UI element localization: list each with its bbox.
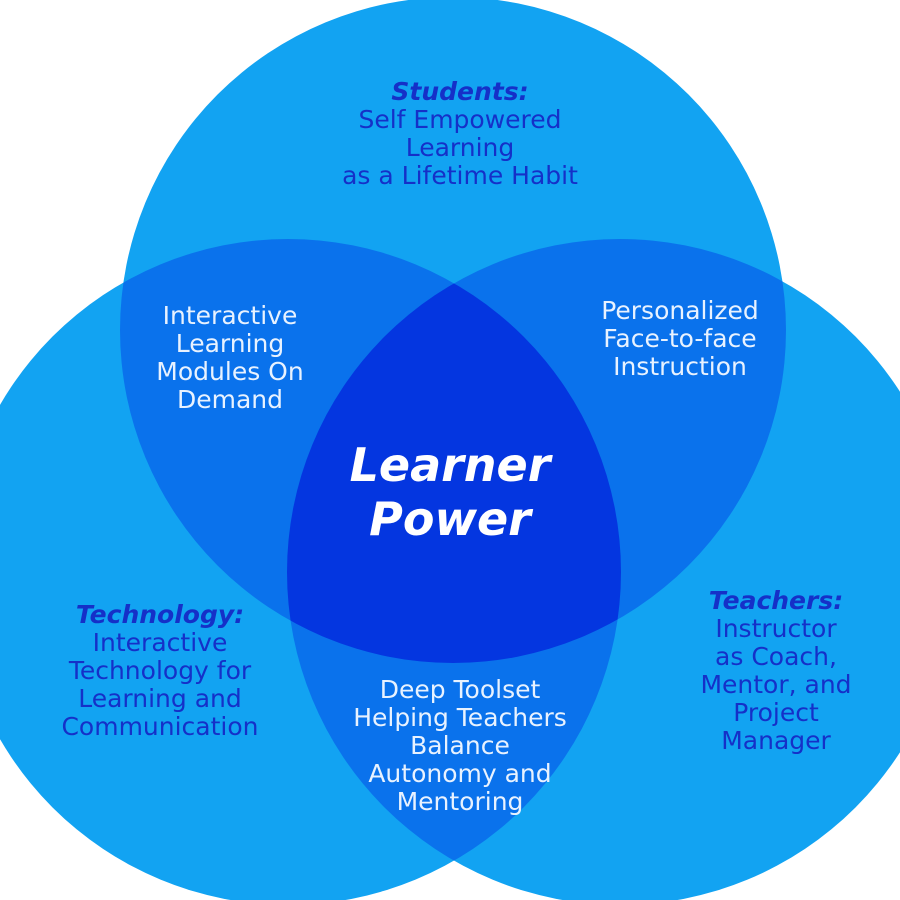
overlap-st-line-4: Demand: [176, 385, 284, 414]
students-line-3: as a Lifetime Habit: [342, 161, 578, 190]
overlap-st-line-1: Interactive: [162, 301, 298, 330]
teachers-label: Teachers: Instructor as Coach, Mentor, a…: [676, 587, 876, 755]
technology-line-3: Learning and: [78, 684, 242, 713]
overlap-sh-line-3: Instruction: [613, 352, 747, 381]
center-line-2: Power: [369, 492, 531, 546]
teachers-line-5: Manager: [721, 726, 831, 755]
overlap-th-line-5: Mentoring: [396, 787, 524, 816]
overlap-st-line-3: Modules On: [156, 357, 304, 386]
teachers-line-3: Mentor, and: [700, 670, 852, 699]
overlap-st-line-2: Learning: [175, 329, 285, 358]
students-title: Students:: [391, 77, 529, 106]
teachers-line-4: Project: [733, 698, 819, 727]
overlap-technology-teachers-label: Deep Toolset Helping Teachers Balance Au…: [330, 676, 590, 816]
overlap-th-line-1: Deep Toolset: [379, 675, 541, 704]
technology-line-1: Interactive: [92, 628, 228, 657]
overlap-th-line-3: Balance: [410, 731, 510, 760]
technology-title: Technology:: [75, 600, 245, 629]
technology-label: Technology: Interactive Technology for L…: [40, 601, 280, 741]
triple-overlap-region: [287, 239, 621, 663]
teachers-title: Teachers:: [708, 586, 844, 615]
overlap-sh-line-1: Personalized: [601, 296, 759, 325]
students-label: Students: Self Empowered Learning as a L…: [320, 78, 600, 190]
technology-line-2: Technology for: [68, 656, 252, 685]
overlap-students-teachers-label: Personalized Face-to-face Instruction: [570, 297, 790, 381]
teachers-line-2: as Coach,: [715, 642, 837, 671]
technology-line-4: Communication: [61, 712, 259, 741]
students-line-2: Learning: [405, 133, 515, 162]
overlap-th-line-4: Autonomy and: [368, 759, 552, 788]
overlap-sh-line-2: Face-to-face: [603, 324, 757, 353]
overlap-th-line-2: Helping Teachers: [353, 703, 567, 732]
teachers-line-1: Instructor: [715, 614, 837, 643]
overlap-students-technology-label: Interactive Learning Modules On Demand: [120, 302, 340, 414]
students-line-1: Self Empowered: [358, 105, 562, 134]
center-label: Learner Power: [330, 438, 570, 546]
center-line-1: Learner: [349, 438, 551, 492]
